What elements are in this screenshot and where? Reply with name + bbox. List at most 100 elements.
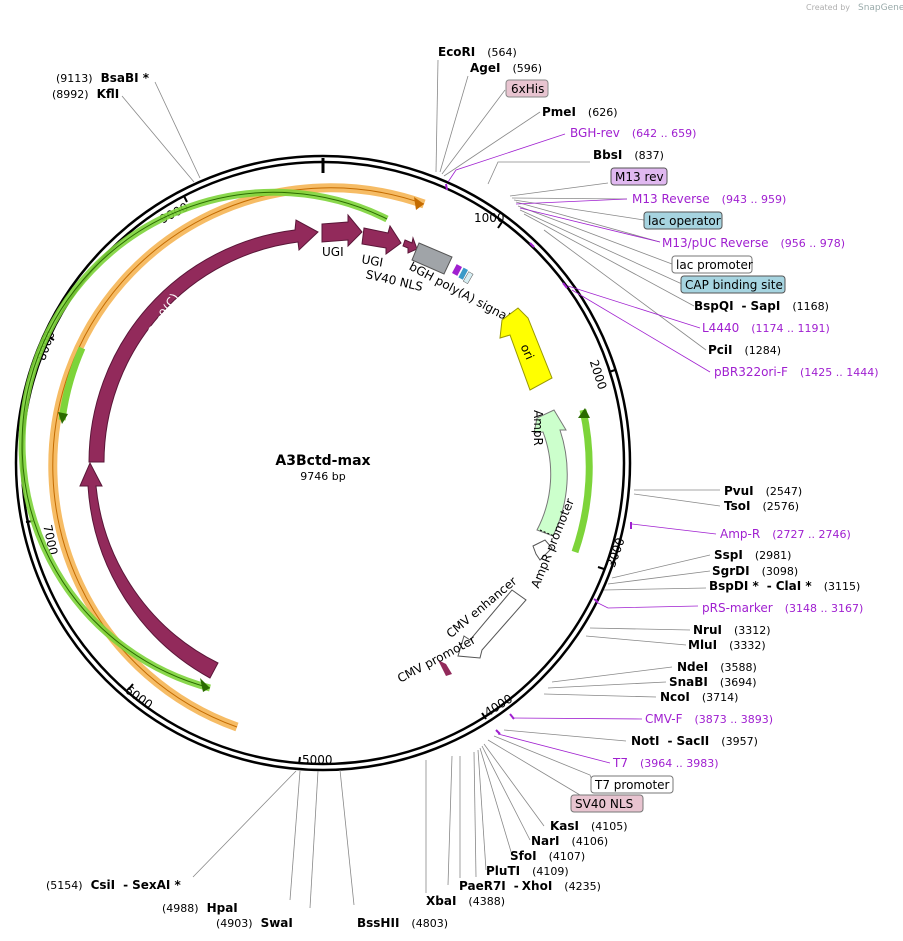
ampr-promoter-feature xyxy=(532,539,553,561)
cas9-c-feature xyxy=(88,219,319,463)
site-pluti-pos: (4109) xyxy=(532,865,569,878)
site-pcii-name: PciI xyxy=(708,343,733,357)
site-sapi-pos: (1168) xyxy=(792,300,829,313)
site-sexai-name: SexAI * xyxy=(132,878,181,892)
green-arc-right-arrowhead xyxy=(578,408,590,418)
primer-m13-reverse-name: M13 Reverse xyxy=(632,192,710,206)
site-kfli-name: KflI xyxy=(97,87,120,101)
svg-text:M13 Reverse(943 .. 959): M13 Reverse(943 .. 959) xyxy=(632,192,786,206)
plasmid-name: A3Bctd-max xyxy=(275,453,370,469)
primer-t7-name: T7 xyxy=(612,756,628,770)
site-ecori-name: EcoRI xyxy=(438,45,475,59)
box-m13-rev-label: M13 rev xyxy=(615,170,664,184)
site-bspdi-name: BspDI * xyxy=(709,579,759,593)
primer-prs-marker-name: pRS-marker xyxy=(702,601,773,615)
site-sspi-name: SspI xyxy=(714,548,743,562)
green-feature-arc-right xyxy=(571,409,593,554)
box-sv40-nls xyxy=(570,794,644,813)
site-pcii-pos: (1284) xyxy=(745,344,782,357)
site-bsshii-pos: (4803) xyxy=(411,917,448,930)
site-sgrdi-name: SgrDI xyxy=(712,564,750,578)
primer-pbr322ori-range: (1425 .. 1444) xyxy=(800,366,879,379)
site-noti-sep: - xyxy=(668,734,673,748)
sv40nls-feature xyxy=(402,236,418,254)
svg-text:L4440(1174 .. 1191): L4440(1174 .. 1191) xyxy=(702,321,830,335)
svg-text:NarI(4106): NarI (4106) xyxy=(531,834,608,848)
primer-marks xyxy=(445,183,632,735)
site-sacii-name: SacII xyxy=(676,734,709,748)
orange-arc-arrowhead xyxy=(414,197,424,210)
svg-text:NdeI(3588): NdeI(3588) xyxy=(677,660,757,674)
site-ndei-name: NdeI xyxy=(677,660,708,674)
site-pmei-pos: (626) xyxy=(588,106,618,119)
credit-text: Created by xyxy=(806,3,850,12)
site-snabi-name: SnaBI xyxy=(669,675,708,689)
site-noti-name: NotI xyxy=(631,734,660,748)
site-bbsi-name: BbsI xyxy=(593,148,622,162)
svg-text:PciI(1284): PciI (1284) xyxy=(708,343,781,357)
svg-text:NcoI(3714): NcoI(3714) xyxy=(660,690,738,704)
site-bsabi-pos: (9113) xyxy=(56,72,93,85)
site-csii-sep: - xyxy=(123,878,128,892)
svg-text:TsoI(2576): TsoI(2576) xyxy=(724,499,799,513)
svg-text:SfoI(4107): SfoI(4107) xyxy=(510,849,585,863)
site-clai-pos: (3115) xyxy=(824,580,861,593)
svg-text:PaeR7I-XhoI(4235): PaeR7I-XhoI(4235) xyxy=(459,879,601,893)
box-m13-rev xyxy=(610,167,668,186)
green-feature-arc-outer-core xyxy=(21,191,388,689)
site-bsshii-name: BssHII xyxy=(357,916,399,930)
svg-text:PmeI(626): PmeI(626) xyxy=(542,105,618,119)
site-kfli-pos: (8992) xyxy=(52,88,89,101)
lac-mark-purple xyxy=(452,264,462,276)
site-pvui-pos: (2547) xyxy=(766,485,803,498)
primer-pbr322ori-name: pBR322ori-F xyxy=(714,365,788,379)
primer-bgh-rev-name: BGH-rev xyxy=(570,126,620,140)
cmv-promoter-label: CMV promoter xyxy=(395,633,478,686)
cmv-enhancer-feature xyxy=(457,589,527,659)
site-sacii-pos: (3957) xyxy=(721,735,758,748)
site-agei-name: AgeI xyxy=(470,61,500,75)
primer-t7-range: (3964 .. 3983) xyxy=(640,757,719,770)
svg-text:NotI-SacII(3957): NotI-SacII (3957) xyxy=(631,734,758,748)
svg-text:MluI(3332): MluI(3332) xyxy=(688,638,766,652)
svg-text:XbaI(4388): XbaI(4388) xyxy=(426,894,505,908)
site-clai-name: ClaI * xyxy=(776,579,813,593)
site-mlui-name: MluI xyxy=(688,638,717,652)
box-lac-operator-label: lac operator xyxy=(648,214,721,228)
site-csii-name: CsiI xyxy=(91,878,116,892)
box-sv40-nls-label: SV40 NLS xyxy=(575,797,633,811)
plasmid-size: 9746 bp xyxy=(300,470,345,483)
svg-text:NruI(3312): NruI(3312) xyxy=(693,623,771,637)
ampr-dots xyxy=(539,529,555,537)
svg-text:SnaBI(3694): SnaBI (3694) xyxy=(669,675,756,689)
site-xbai-pos: (4388) xyxy=(468,895,505,908)
svg-text:M13/pUC Reverse(956 .. 978): M13/pUC Reverse (956 .. 978) xyxy=(662,236,845,250)
svg-text:(5154)CsiI-SexAI *: (5154)CsiI-SexAI * xyxy=(46,878,182,892)
site-nari-pos: (4106) xyxy=(572,835,609,848)
cmv-promoter-feature xyxy=(438,660,452,676)
site-hpai-name: HpaI xyxy=(207,901,238,915)
lac-mark-white xyxy=(462,271,474,285)
site-labels-left: (9113)BsaBI * (8992)KflI (5154)CsiI-SexA… xyxy=(46,71,293,930)
site-nari-name: NarI xyxy=(531,834,560,848)
primer-amp-r-range: (2727 .. 2746) xyxy=(772,528,851,541)
svg-text:EcoRI(564): EcoRI(564) xyxy=(438,45,517,59)
svg-text:BspDI *-ClaI *(3115): BspDI *-ClaI *(3115) xyxy=(709,579,860,593)
primer-m13puc-reverse-range: (956 .. 978) xyxy=(781,237,846,250)
svg-text:pBR322ori-F(1425 .. 1444): pBR322ori-F (1425 .. 1444) xyxy=(714,365,879,379)
primer-m13puc-reverse-name: M13/pUC Reverse xyxy=(662,236,769,250)
ugi2-feature xyxy=(361,224,402,255)
primer-amp-r-name: Amp-R xyxy=(720,527,760,541)
svg-text:BspQI-SapI(1168): BspQI-SapI(1168) xyxy=(694,299,829,313)
primer-prs-marker-range: (3148 .. 3167) xyxy=(785,602,864,615)
site-labels-right: EcoRI(564) AgeI(596) 6xHis PmeI(626) BGH… xyxy=(357,45,879,930)
bgh-polya-feature xyxy=(411,242,453,275)
site-snabi-pos: (3694) xyxy=(720,676,757,689)
primer-l4440-name: L4440 xyxy=(702,321,739,335)
tick-3000: 3000 xyxy=(604,536,628,569)
svg-text:pRS-marker(3148 .. 3167): pRS-marker (3148 .. 3167) xyxy=(702,601,863,615)
svg-text:PluTI(4109): PluTI(4109) xyxy=(486,864,569,878)
svg-text:SgrDI(3098): SgrDI(3098) xyxy=(712,564,798,578)
site-hpai-pos: (4988) xyxy=(162,902,199,915)
tick-1000: 1000 xyxy=(474,211,505,225)
